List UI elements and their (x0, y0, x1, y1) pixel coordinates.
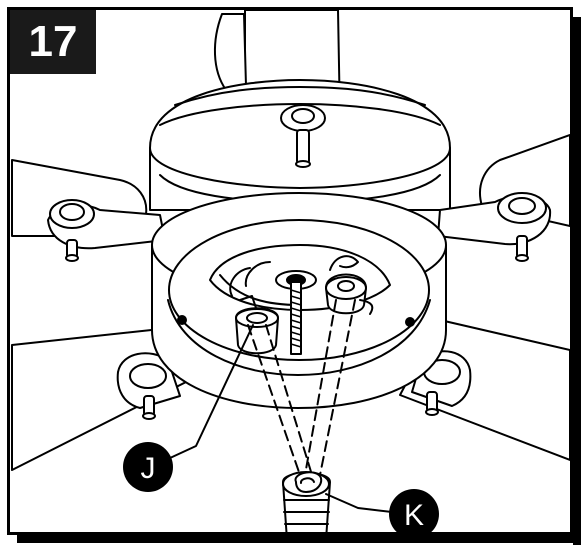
alignment-guides (247, 299, 356, 476)
blade-bracket-right (437, 192, 552, 262)
callout-j: J (123, 442, 173, 492)
step-number-badge: 17 (10, 10, 96, 74)
threaded-rod (275, 270, 317, 355)
callout-j-label: J (141, 452, 156, 485)
blade-bracket-top (280, 104, 326, 168)
light-bulb (282, 471, 331, 532)
blade-bracket-left (47, 199, 166, 262)
blade-bracket-bottom-left (116, 352, 181, 420)
panel-shadow-bottom (17, 535, 581, 543)
panel-shadow-right (573, 17, 581, 545)
callout-k-label: K (404, 499, 424, 532)
lamp-socket-left (235, 295, 279, 355)
callout-k: K (389, 489, 439, 539)
